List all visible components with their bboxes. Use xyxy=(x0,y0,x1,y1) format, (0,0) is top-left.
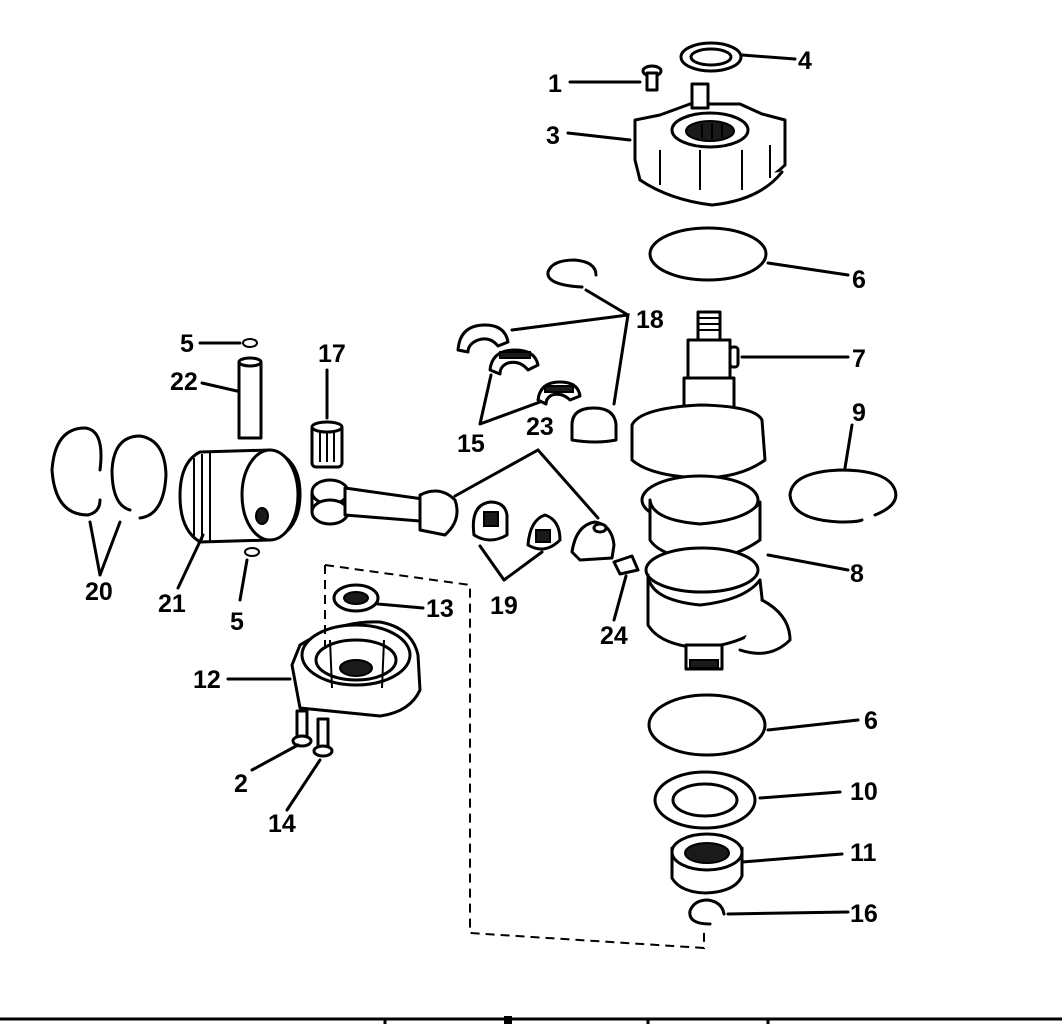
part-1-screw xyxy=(641,64,663,92)
callout-21: 21 xyxy=(158,590,186,618)
callout-6-lower: 6 xyxy=(864,707,878,735)
part-12-lower-housing xyxy=(290,620,422,718)
dashed-reference-line xyxy=(324,564,705,950)
callout-8: 8 xyxy=(850,560,864,588)
callout-10: 10 xyxy=(850,778,878,806)
callout-1: 1 xyxy=(548,70,562,98)
part-20-piston-rings xyxy=(50,426,168,520)
callout-15: 15 xyxy=(457,430,485,458)
leader-lines xyxy=(88,53,860,916)
part-8-crankshaft xyxy=(630,310,792,671)
callout-22: 22 xyxy=(170,368,198,396)
part-22-piston-pin xyxy=(237,356,263,440)
part-3-upper-housing xyxy=(633,82,787,207)
callout-24: 24 xyxy=(600,622,628,650)
callout-16: 16 xyxy=(850,900,878,928)
callout-5-upper: 5 xyxy=(180,330,194,358)
callout-5-lower: 5 xyxy=(230,608,244,636)
part-5-clip-lower xyxy=(244,547,260,557)
connecting-rod-cap xyxy=(570,520,616,562)
callout-7: 7 xyxy=(852,345,866,373)
part-10-thrust-washer xyxy=(653,770,757,830)
connecting-rod xyxy=(310,478,459,537)
callout-4: 4 xyxy=(798,47,812,75)
callout-19: 19 xyxy=(490,592,518,620)
part-17-needle-cage xyxy=(310,420,344,469)
callout-20: 20 xyxy=(85,578,113,606)
part-9-snap-ring xyxy=(788,468,898,524)
part-19-rod-bearing-b xyxy=(526,513,562,551)
part-5-clip-upper xyxy=(242,338,258,348)
part-19-rod-bearing-a xyxy=(471,500,509,542)
part-18-retaining-ring xyxy=(546,258,598,289)
part-6-o-ring-upper xyxy=(648,226,768,282)
callout-14: 14 xyxy=(268,810,296,838)
part-6-o-ring-lower xyxy=(647,693,767,757)
part-24-cap-screw xyxy=(612,554,640,576)
callout-17: 17 xyxy=(318,340,346,368)
callout-13: 13 xyxy=(426,595,454,623)
callout-3: 3 xyxy=(546,122,560,150)
callout-18: 18 xyxy=(636,306,664,334)
callout-labels: 1 4 3 6 18 7 5 17 22 9 15 23 8 20 21 19 … xyxy=(85,47,878,928)
callout-11: 11 xyxy=(850,839,877,867)
bottom-border xyxy=(0,1016,1062,1024)
part-23-needle-bearing-b xyxy=(536,380,582,406)
part-4-seal-ring xyxy=(679,41,743,73)
part-21-piston xyxy=(178,448,302,544)
part-2-screw xyxy=(291,709,313,748)
callout-9: 9 xyxy=(852,399,866,427)
part-18-bearing-half-a xyxy=(456,323,510,354)
callout-2: 2 xyxy=(234,770,248,798)
part-14-screw xyxy=(312,717,334,758)
part-16-retaining-clip xyxy=(688,898,726,926)
part-7-key xyxy=(728,345,740,369)
callout-12: 12 xyxy=(193,666,221,694)
part-18-bearing-half-b xyxy=(570,406,618,444)
part-15-needle-bearing-a xyxy=(488,348,540,376)
callout-23: 23 xyxy=(526,413,554,441)
callout-6-upper: 6 xyxy=(852,266,866,294)
part-11-ball-bearing xyxy=(670,832,744,895)
part-13-seal xyxy=(332,583,380,613)
